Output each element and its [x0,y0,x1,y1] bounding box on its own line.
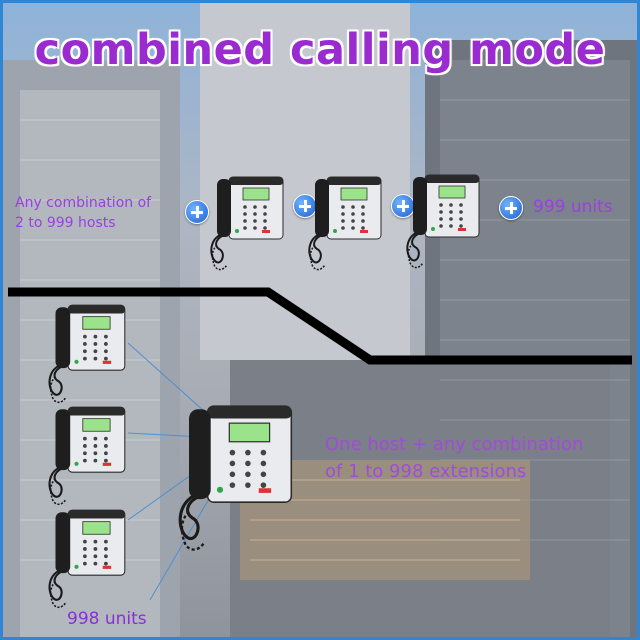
desk-phone-icon [403,173,483,273]
plus-icon [499,196,523,220]
desk-phone-icon [173,403,298,558]
page-title: combined calling mode [34,25,606,75]
plus-icon [185,200,209,224]
desk-phone-icon [45,508,129,613]
top-right-label: 999 units [533,197,613,217]
plus-icon [391,194,415,218]
desk-phone-icon [45,303,129,408]
extensions-label: One host + any combination of 1 to 998 e… [325,434,584,482]
desk-phone-icon [45,405,129,510]
top-left-label: Any combination of 2 to 999 hosts [15,195,152,231]
desk-phone-icon [305,175,385,275]
desk-phone-icon [207,175,287,275]
bottom-units-label: 998 units [67,609,147,629]
